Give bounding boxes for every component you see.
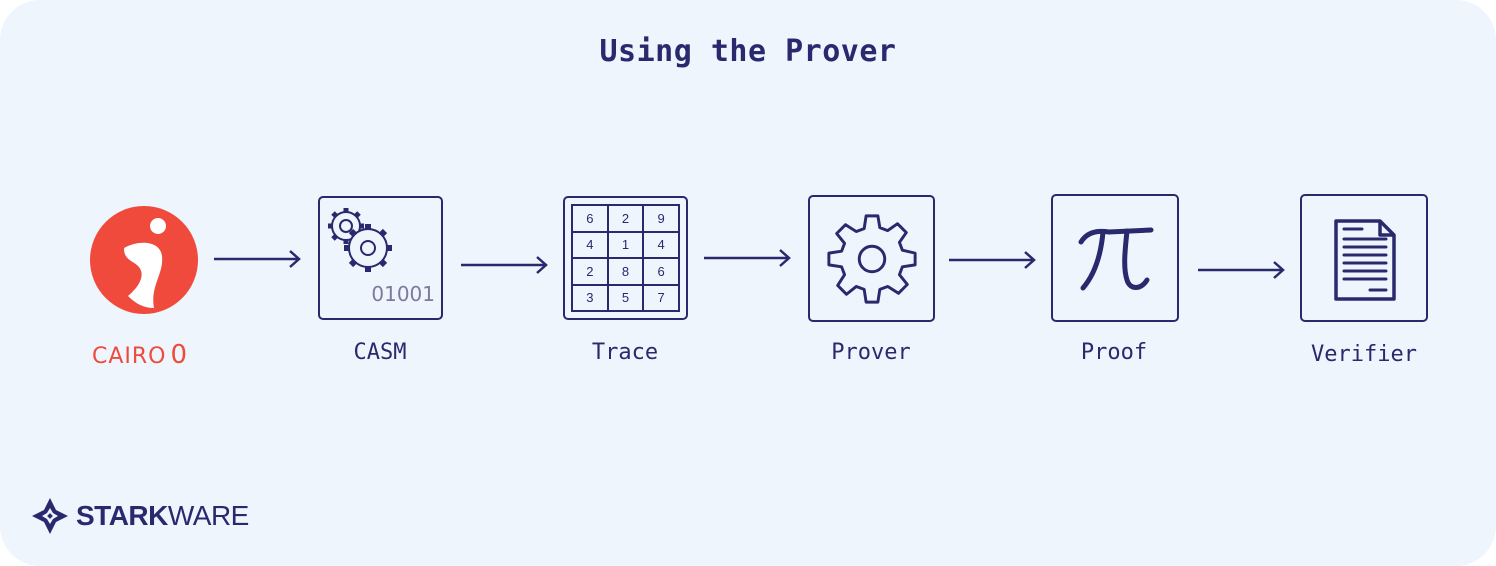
- trace-cell: 9: [643, 205, 679, 232]
- step-label-prover: Prover: [831, 340, 911, 365]
- proof-box: [1051, 194, 1179, 322]
- step-label-casm: CASM: [353, 340, 407, 365]
- trace-cell: 2: [607, 205, 644, 232]
- diagram-title: Using the Prover: [599, 34, 897, 69]
- verifier-box: [1300, 194, 1428, 322]
- document-icon: [1334, 219, 1396, 301]
- step-label-verifier: Verifier: [1311, 342, 1417, 367]
- trace-cell: 1: [607, 231, 644, 258]
- trace-cell: 7: [643, 284, 679, 311]
- gear-icon: [827, 214, 917, 304]
- arrow-icon: [461, 256, 548, 274]
- trace-cell: 4: [572, 231, 608, 258]
- casm-box: 01001: [318, 196, 443, 320]
- trace-cell: 5: [607, 284, 644, 311]
- trace-cell: 4: [643, 231, 679, 258]
- prover-box: [808, 195, 935, 322]
- step-label-proof: Proof: [1080, 340, 1148, 365]
- cairo-logo-icon: [90, 206, 198, 314]
- pi-icon: [1078, 227, 1154, 291]
- trace-grid-icon: 6 2 9 4 1 4 2 8 6 3 5 7: [571, 204, 680, 312]
- arrow-icon: [214, 250, 301, 268]
- trace-cell: 6: [643, 258, 679, 285]
- brand-light-text: WARE: [167, 500, 249, 531]
- arrow-icon: [704, 249, 791, 267]
- gears-icon: [328, 208, 392, 272]
- arrow-icon: [949, 251, 1036, 269]
- cairo-label-suffix: 0: [170, 340, 189, 370]
- brand-bold-text: STARK: [76, 500, 168, 531]
- trace-cell: 6: [572, 205, 608, 232]
- arrow-icon: [1198, 261, 1285, 279]
- trace-cell: 2: [572, 258, 608, 285]
- cairo-label-text: CAIRO: [92, 344, 167, 369]
- starkware-brand: STARKWARE: [30, 496, 249, 536]
- casm-bits-text: 01001: [371, 282, 435, 306]
- trace-cell: 8: [607, 258, 644, 285]
- trace-box: 6 2 9 4 1 4 2 8 6 3 5 7: [563, 196, 688, 320]
- trace-cell: 3: [572, 284, 608, 311]
- step-label-trace: Trace: [591, 340, 659, 365]
- starkware-logo-icon: [32, 498, 68, 534]
- brand-name: STARKWARE: [76, 500, 249, 532]
